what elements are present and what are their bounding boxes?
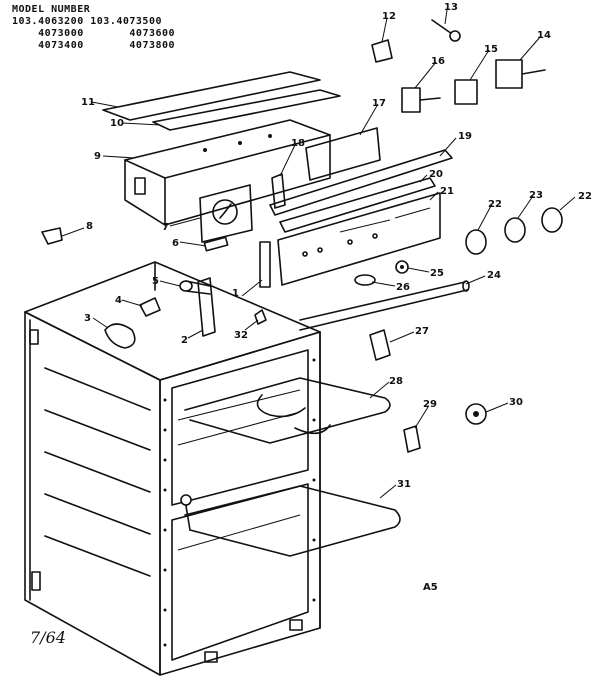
loose-parts bbox=[41, 19, 563, 453]
callout-6: 6 bbox=[172, 238, 179, 249]
callout-32: 32 bbox=[234, 330, 248, 341]
callout-20: 20 bbox=[429, 169, 443, 180]
model-number: 103.4063200 bbox=[12, 16, 84, 27]
callout-18: 18 bbox=[291, 138, 305, 149]
callout-16: 16 bbox=[431, 56, 445, 67]
callout-30: 30 bbox=[509, 397, 523, 408]
callout-4: 4 bbox=[115, 295, 122, 306]
console-assembly bbox=[102, 71, 470, 337]
corner-note: 7/64 bbox=[30, 628, 66, 647]
callout-1: 1 bbox=[232, 288, 239, 299]
figure-code: A5 bbox=[423, 582, 438, 593]
callout-23: 23 bbox=[529, 190, 543, 201]
callout-31: 31 bbox=[397, 479, 411, 490]
callout-3: 3 bbox=[84, 313, 91, 324]
callout-22: 22 bbox=[488, 199, 502, 210]
callout-11: 11 bbox=[81, 97, 95, 108]
callout-5: 5 bbox=[152, 276, 159, 287]
callout-25: 25 bbox=[430, 268, 444, 279]
callout-19: 19 bbox=[458, 131, 472, 142]
callout-labels: 1 2 3 4 5 6 7 8 9 10 11 12 13 14 15 16 1… bbox=[81, 2, 592, 490]
callout-29: 29 bbox=[423, 399, 437, 410]
broil-element-lower bbox=[180, 485, 401, 557]
callout-24: 24 bbox=[487, 270, 501, 281]
range-cabinet bbox=[24, 261, 321, 676]
callout-26: 26 bbox=[396, 282, 410, 293]
callout-17: 17 bbox=[372, 98, 386, 109]
callout-2: 2 bbox=[181, 335, 188, 346]
callout-22: 22 bbox=[578, 191, 592, 202]
model-number: 4073800 bbox=[129, 40, 176, 51]
leader-lines bbox=[61, 9, 576, 499]
callout-13: 13 bbox=[444, 2, 458, 13]
callout-12: 12 bbox=[382, 11, 396, 22]
callout-21: 21 bbox=[440, 186, 454, 197]
callout-28: 28 bbox=[389, 376, 403, 387]
model-number-title: MODEL NUMBER bbox=[12, 4, 91, 15]
model-number: 4073000 bbox=[38, 28, 84, 39]
model-number: 103.4073500 bbox=[90, 16, 162, 27]
model-number: 4073600 bbox=[129, 28, 176, 39]
callout-9: 9 bbox=[94, 151, 101, 162]
callout-14: 14 bbox=[537, 30, 551, 41]
callout-27: 27 bbox=[415, 326, 429, 337]
bake-element-upper bbox=[184, 377, 391, 444]
model-number: 4073400 bbox=[38, 40, 84, 51]
callout-7: 7 bbox=[162, 222, 169, 233]
callout-8: 8 bbox=[86, 221, 93, 232]
callout-15: 15 bbox=[484, 44, 498, 55]
model-number-block: MODEL NUMBER 103.4063200 103.4073500 407… bbox=[12, 4, 175, 52]
callout-10: 10 bbox=[110, 118, 124, 129]
